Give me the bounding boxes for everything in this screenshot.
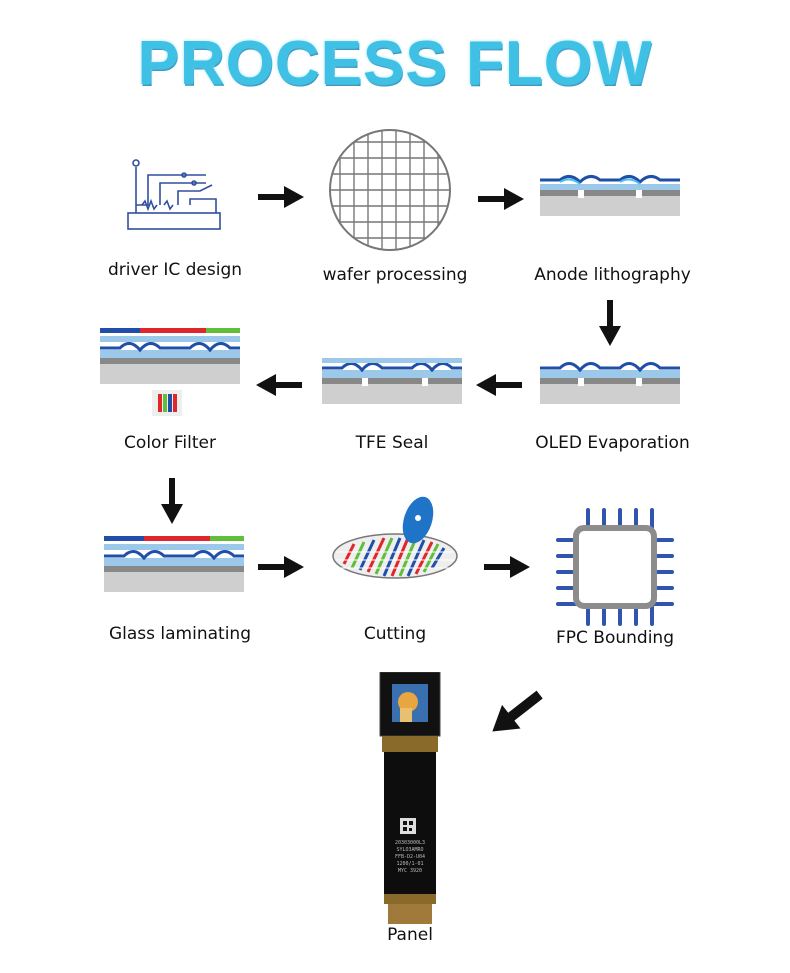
tfe-seal-illustration (322, 352, 462, 408)
panel-illustration (378, 672, 442, 926)
panel-label-line4: 1200/1-01 (396, 861, 424, 867)
arrow-left-icon (476, 374, 522, 400)
step-label-glass-laminating: Glass laminating (108, 624, 251, 644)
step-label-fpc-bounding: FPC Bounding (556, 628, 674, 648)
step-label-tfe-seal: TFE Seal (355, 433, 429, 453)
step-label-anode-lithography: Anode lithography (534, 265, 691, 285)
fpc-chip-icon (554, 506, 676, 628)
arrow-right-icon (478, 188, 524, 214)
panel-label-line5: MYC 3920 (397, 868, 423, 874)
color-filter-illustration (100, 322, 240, 386)
page-title: PROCESS FLOW (137, 29, 653, 98)
arrow-down-left-icon (486, 690, 546, 740)
panel-label-line1: 20303000L3 (394, 840, 426, 846)
glass-laminating-illustration (104, 532, 244, 594)
arrow-down-icon (161, 478, 183, 528)
step-label-oled-evaporation: OLED Evaporation (535, 433, 690, 453)
step-label-cutting: Cutting (363, 624, 427, 644)
step-label-driver-ic-design: driver IC design (107, 260, 243, 280)
step-label-color-filter: Color Filter (124, 433, 216, 453)
oled-evaporation-illustration (540, 356, 680, 408)
arrow-right-icon (258, 556, 304, 582)
arrow-down-icon (599, 300, 621, 350)
panel-label-line2: SYLO3AMRO (396, 847, 424, 853)
driver-ic-design-illustration (120, 155, 230, 235)
cutting-illustration (330, 494, 460, 584)
anode-lithography-illustration (540, 170, 680, 220)
panel-label-line3: FFB-D2-U04 (394, 854, 426, 860)
arrow-right-icon (258, 186, 304, 212)
step-label-panel: Panel (387, 925, 433, 945)
wafer-processing-illustration (322, 124, 458, 256)
arrow-left-icon (256, 374, 302, 400)
color-filter-chip-thumbnail (152, 390, 182, 416)
arrow-right-icon (484, 556, 530, 582)
step-label-wafer-processing: wafer processing (322, 265, 468, 285)
